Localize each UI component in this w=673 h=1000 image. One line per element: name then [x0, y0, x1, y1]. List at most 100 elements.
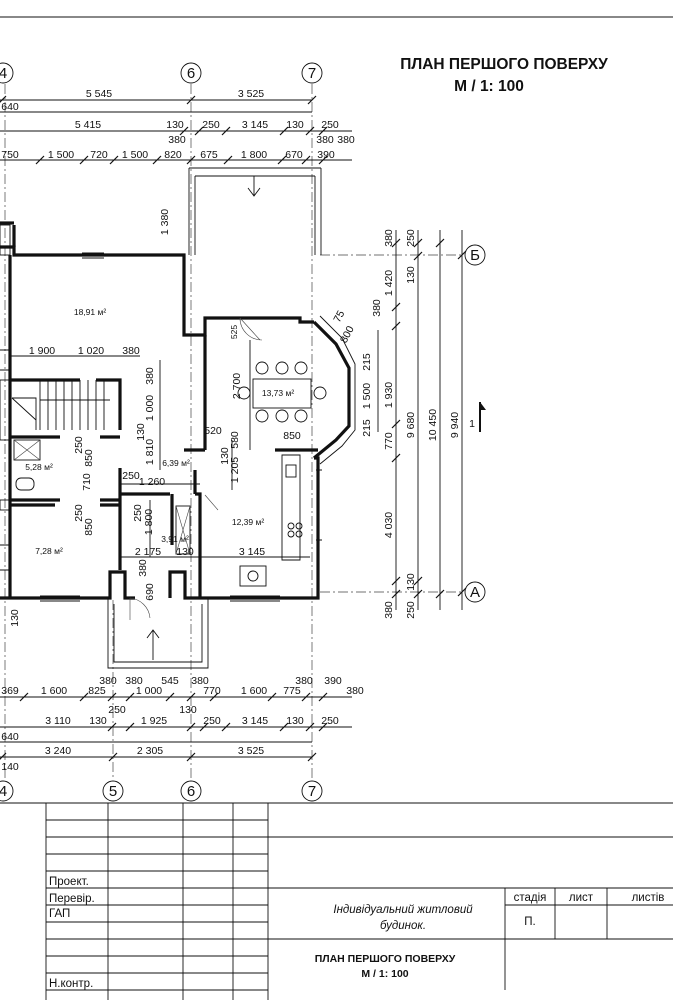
axis-4-bottom: 4 — [0, 783, 7, 800]
dim-right-4030: 4 030 — [383, 512, 395, 538]
room-area-7-28: 7,28 м² — [35, 546, 63, 556]
dim-top-250a: 250 — [202, 119, 220, 131]
tb-header-stage: стадія — [514, 892, 547, 904]
dim-right-215a: 215 — [361, 353, 373, 371]
axis-gridlines — [4, 84, 462, 780]
section-label: 1 — [469, 418, 475, 430]
dim-850-b: 850 — [283, 430, 301, 442]
axis-7-top: 7 — [308, 65, 316, 82]
dim-top-1800: 1 800 — [241, 149, 267, 161]
dim-250-a: 250 — [73, 436, 85, 454]
dim-right-10450: 10 450 — [427, 409, 439, 441]
dim-bot-3145: 3 145 — [242, 715, 268, 727]
dim-bot-3240: 3 240 — [45, 745, 71, 757]
dim-bot-380-e: 380 — [346, 685, 364, 697]
dim-top-670: 670 — [285, 149, 303, 161]
dim-right-380: 380 — [371, 299, 383, 317]
dim-580: 580 — [229, 431, 241, 449]
plan-scale: М / 1: 100 — [454, 78, 524, 95]
tb-project-line1: Індивідуальний житловий — [333, 904, 473, 916]
tb-role-project: Проект. — [49, 876, 89, 888]
dim-bot-775: 775 — [283, 685, 301, 697]
tb-role-gap: ГАП — [49, 908, 70, 920]
dim-bot-130-top: 130 — [179, 704, 197, 716]
dim-right-380-bottom: 380 — [383, 601, 395, 619]
title-block — [0, 802, 673, 1000]
dim-right-1420: 1 420 — [383, 270, 395, 296]
dim-top-380b: 380 — [337, 134, 355, 146]
dim-1260: 1 260 — [139, 476, 165, 488]
dim-bot-380-d: 380 — [295, 675, 313, 687]
axis-markers-right: Б А — [464, 244, 486, 603]
dim-top-5415: 5 415 — [75, 119, 101, 131]
dim-top-380a: 380 — [316, 134, 334, 146]
dim-bot-1600-b: 1 600 — [241, 685, 267, 697]
dim-bot-390: 390 — [324, 675, 342, 687]
dim-bot-250-top: 250 — [108, 704, 126, 716]
dim-850-c: 850 — [83, 518, 95, 536]
dim-top-3145: 3 145 — [242, 119, 268, 131]
dim-bot-130-a: 130 — [89, 715, 107, 727]
dim-bot-130-b: 130 — [286, 715, 304, 727]
dim-top-390: 390 — [317, 149, 335, 161]
tb-sheet-scale: М / 1: 100 — [361, 968, 408, 980]
dim-1810: 1 810 — [144, 439, 156, 465]
dim-top-1500b: 1 500 — [122, 149, 148, 161]
dim-130-c: 130 — [176, 546, 194, 558]
dim-top-820: 820 — [164, 149, 182, 161]
dim-2700: 2 700 — [231, 373, 243, 399]
top-dimension-chains — [0, 95, 352, 165]
axis-7-bottom: 7 — [308, 783, 316, 800]
dim-top-675: 675 — [200, 149, 218, 161]
dim-top-380-left: 380 — [168, 134, 186, 146]
axis-markers-bottom: 4 5 6 7 — [0, 780, 323, 802]
dim-710: 710 — [81, 473, 93, 491]
tb-role-checked: Перевір. — [49, 893, 95, 905]
dim-bot-640: 640 — [1, 731, 19, 743]
dim-380-b: 380 — [144, 367, 156, 385]
dim-bay-75: 75 — [331, 308, 347, 324]
dim-bot-369: 369 — [1, 685, 19, 697]
dim-850-a: 850 — [83, 449, 95, 467]
dim-top-5545: 5 545 — [86, 88, 112, 100]
dim-1800: 1 800 — [143, 509, 155, 535]
dim-250-d: 250 — [132, 504, 144, 522]
section-mark: 1 — [469, 402, 486, 432]
dim-top-130a: 130 — [166, 119, 184, 131]
dim-bot-825: 825 — [88, 685, 106, 697]
tb-stage-value: П. — [524, 916, 535, 928]
axis-5-bottom: 5 — [109, 783, 117, 800]
dim-1000: 1 000 — [144, 395, 156, 421]
tb-header-sheets: листів — [632, 892, 665, 904]
dim-250-c: 250 — [73, 504, 85, 522]
dim-520: 520 — [204, 425, 222, 437]
dim-3145-inner: 3 145 — [239, 546, 265, 558]
dim-bot-3110: 3 110 — [45, 715, 71, 727]
dim-bot-380-b: 380 — [125, 675, 143, 687]
building-walls — [0, 167, 356, 600]
dim-right-9940: 9 940 — [449, 412, 461, 438]
axis-markers-top: 4 6 7 — [0, 62, 323, 84]
dim-bot-770: 770 — [203, 685, 221, 697]
dim-top-750: 750 — [1, 149, 19, 161]
dim-right-130-bottom: 130 — [405, 573, 417, 591]
dim-bot-545: 545 — [161, 675, 179, 687]
dim-bot-1925: 1 925 — [141, 715, 167, 727]
axis-6-bottom: 6 — [187, 783, 195, 800]
dim-bot-250-b: 250 — [321, 715, 339, 727]
dim-1380: 1 380 — [159, 209, 171, 235]
dim-bot-1000: 1 000 — [136, 685, 162, 697]
dim-right-1930: 1 930 — [383, 382, 395, 408]
dim-1900: 1 900 — [29, 345, 55, 357]
dim-right-250-bottom: 250 — [405, 601, 417, 619]
interior-dim-lines — [10, 340, 310, 558]
dim-690: 690 — [144, 583, 156, 601]
plan-title: ПЛАН ПЕРШОГО ПОВЕРХУ — [400, 56, 608, 73]
right-dimension-chains — [391, 230, 467, 610]
tb-sheet-title: ПЛАН ПЕРШОГО ПОВЕРХУ — [315, 953, 456, 965]
dim-right-9680: 9 680 — [405, 412, 417, 438]
tb-project-line2: будинок. — [380, 920, 426, 932]
room-area-13-73: 13,73 м² — [262, 388, 294, 398]
room-area-6-39: 6,39 м² — [162, 458, 190, 468]
